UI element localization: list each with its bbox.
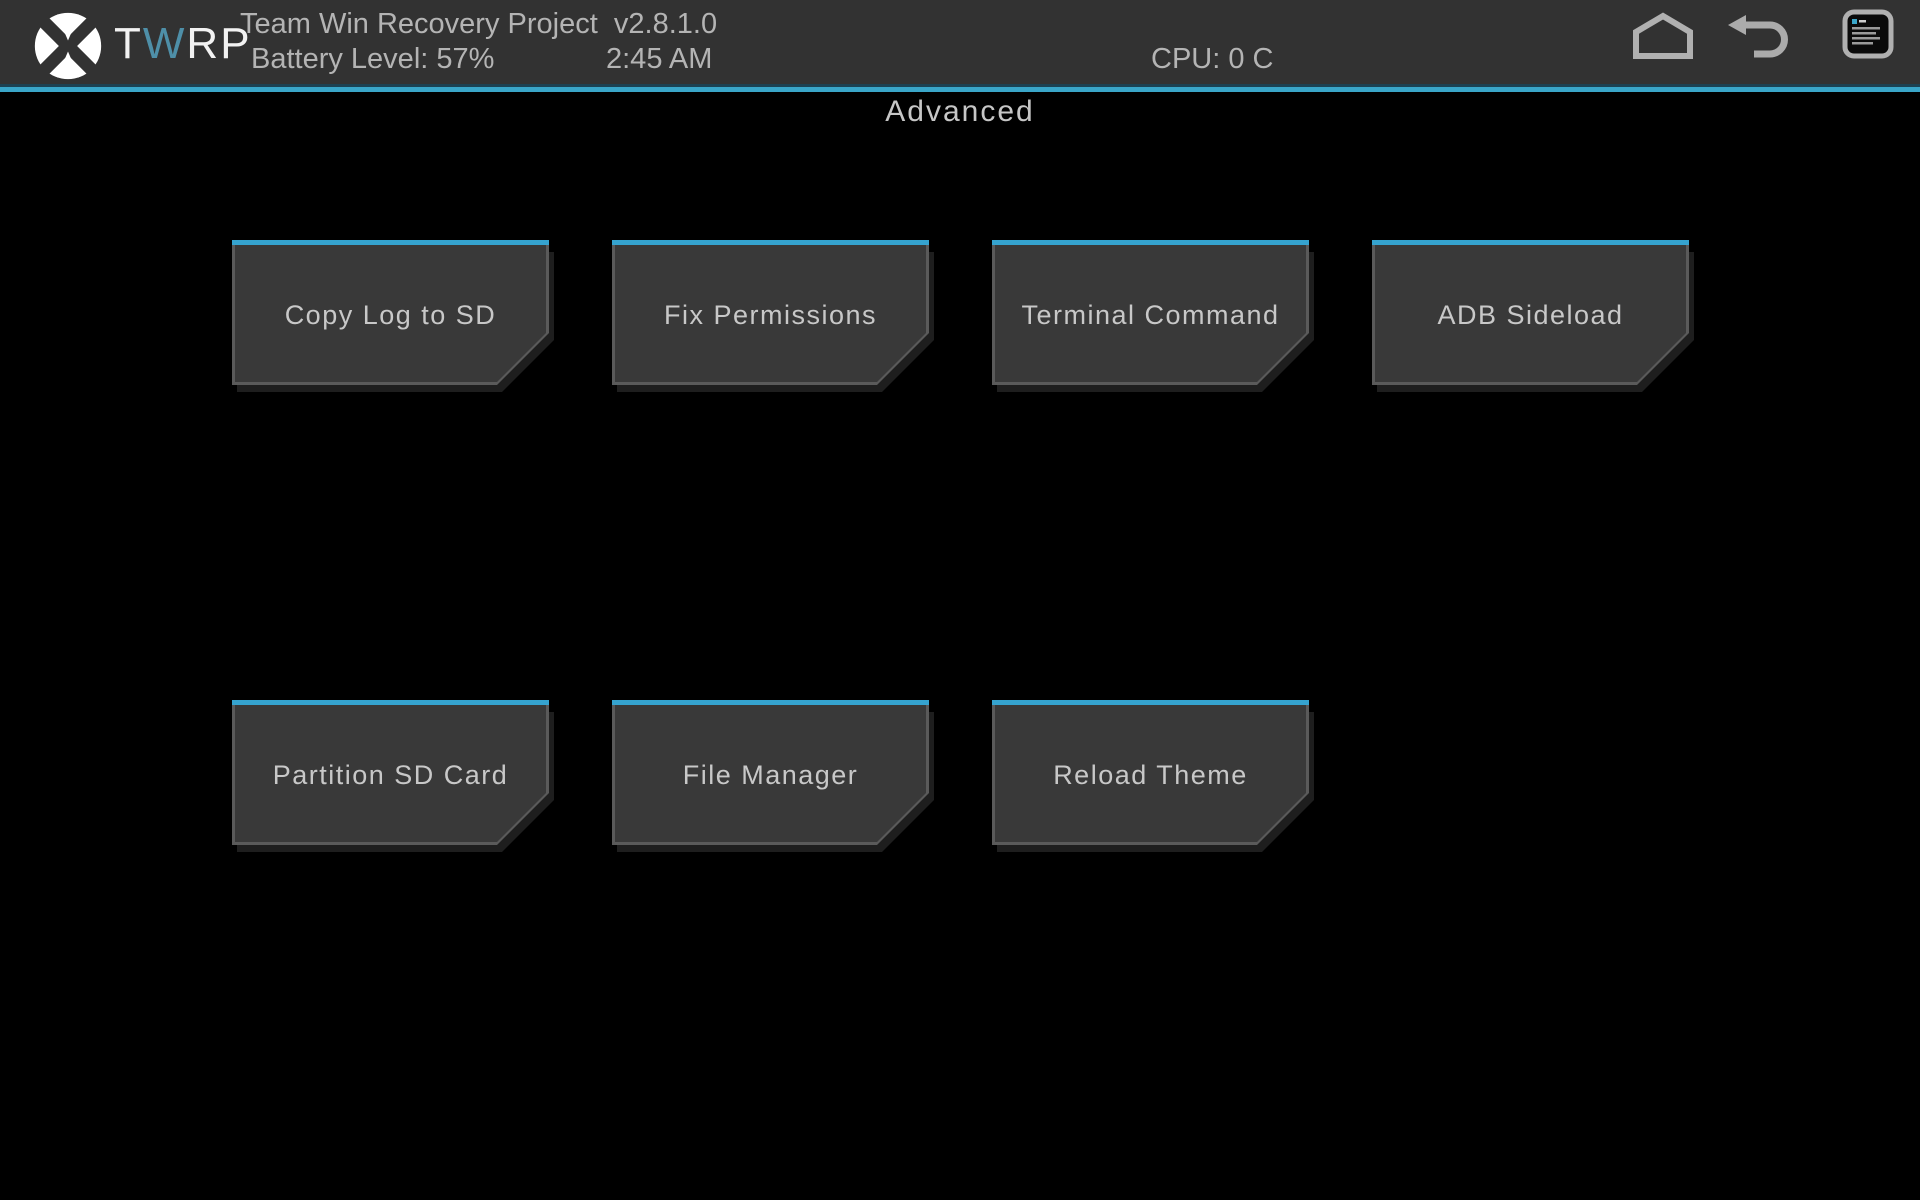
button-accent bbox=[612, 700, 929, 705]
button-label: Partition SD Card bbox=[272, 759, 509, 790]
partition-sd-card-button[interactable]: Partition SD Card bbox=[232, 700, 549, 845]
button-accent bbox=[232, 240, 549, 245]
brand-wordmark: TWRP bbox=[114, 21, 252, 67]
recovery-title: Team Win Recovery Project v2.8.1.0 bbox=[240, 8, 718, 40]
button-accent bbox=[992, 700, 1309, 705]
accent-divider bbox=[0, 87, 1920, 92]
file-manager-button[interactable]: File Manager bbox=[612, 700, 929, 845]
reload-theme-button[interactable]: Reload Theme bbox=[992, 700, 1309, 845]
button-accent bbox=[1372, 240, 1689, 245]
button-label: File Manager bbox=[682, 759, 859, 790]
divider-shadow bbox=[0, 84, 1920, 87]
back-icon bbox=[1728, 15, 1788, 58]
button-accent bbox=[232, 700, 549, 705]
button-label: Copy Log to SD bbox=[284, 299, 497, 330]
clock: 2:45 AM bbox=[606, 43, 713, 75]
adb-sideload-button[interactable]: ADB Sideload bbox=[1372, 240, 1689, 385]
brand-letter-t: T bbox=[114, 19, 143, 68]
cpu-temperature: CPU: 0 C bbox=[1151, 43, 1274, 75]
battery-level: Battery Level: 57% bbox=[251, 43, 495, 75]
page-title: Advanced bbox=[885, 95, 1035, 128]
status-bar: TWRP Team Win Recovery Project v2.8.1.0 … bbox=[0, 0, 1920, 84]
button-label: Reload Theme bbox=[1053, 759, 1248, 790]
console-button[interactable] bbox=[1842, 9, 1894, 59]
console-log-icon bbox=[1842, 9, 1894, 59]
fix-permissions-button[interactable]: Fix Permissions bbox=[612, 240, 929, 385]
button-accent bbox=[612, 240, 929, 245]
back-button[interactable] bbox=[1726, 12, 1796, 58]
button-accent bbox=[992, 240, 1309, 245]
home-icon bbox=[1633, 12, 1693, 59]
home-button[interactable] bbox=[1630, 10, 1696, 60]
button-label: Terminal Command bbox=[1021, 299, 1280, 330]
button-label: ADB Sideload bbox=[1437, 299, 1624, 330]
terminal-command-button[interactable]: Terminal Command bbox=[992, 240, 1309, 385]
twrp-logo-icon bbox=[34, 12, 102, 80]
brand-letter-w: W bbox=[142, 19, 187, 68]
copy-log-to-sd-button[interactable]: Copy Log to SD bbox=[232, 240, 549, 385]
button-label: Fix Permissions bbox=[663, 299, 878, 330]
brand-letters-rp: RP bbox=[186, 19, 252, 68]
